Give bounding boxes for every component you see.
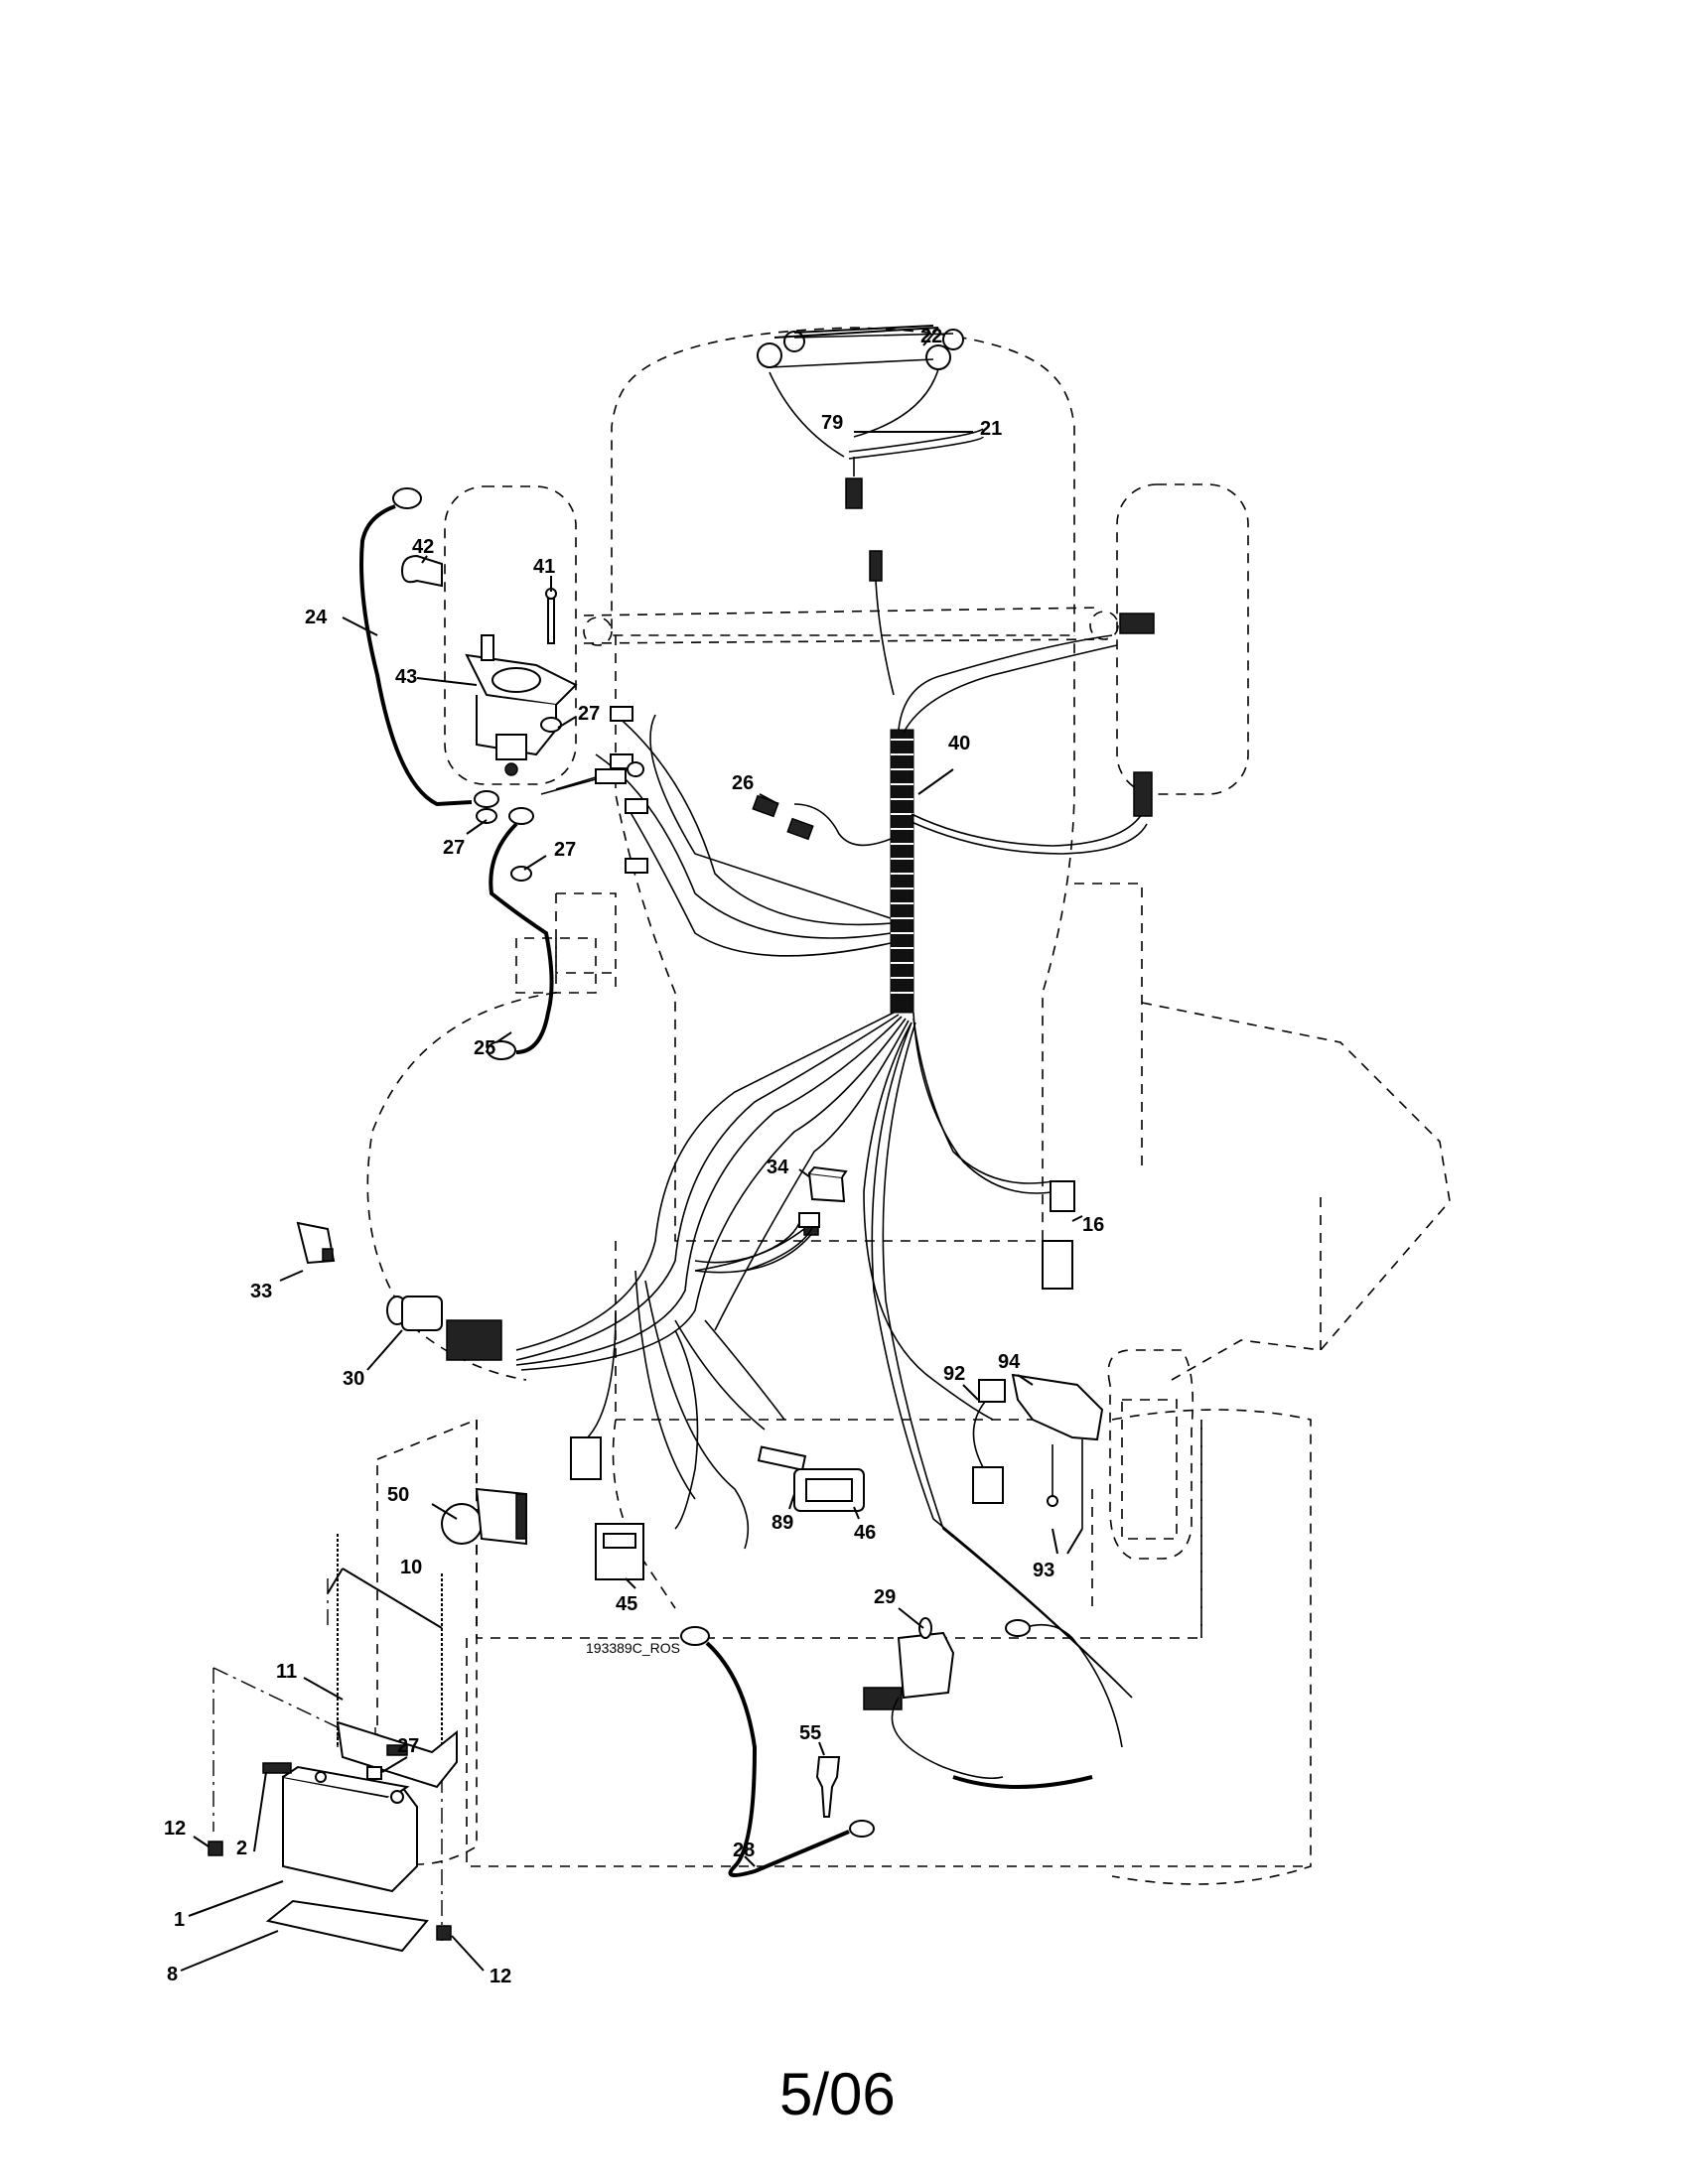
part-label-28: 28 xyxy=(733,1840,755,1861)
part-label-33: 33 xyxy=(250,1281,272,1302)
battery-assembly xyxy=(208,1534,458,1953)
part-label-93: 93 xyxy=(1033,1560,1054,1581)
part-label-79: 79 xyxy=(821,412,843,434)
part-label-22: 22 xyxy=(920,326,942,347)
part-label-40: 40 xyxy=(948,733,970,754)
part-label-94: 94 xyxy=(998,1351,1021,1373)
drawing-code: 193389C_ROS xyxy=(586,1640,680,1656)
part-label-1: 1 xyxy=(174,1909,185,1931)
part-label-29: 29 xyxy=(874,1586,896,1608)
tractor-outline xyxy=(212,327,1451,1941)
part-label-27a: 27 xyxy=(578,703,600,725)
part-number-labels: 22 79 21 42 41 24 43 27 40 26 27 27 25 3… xyxy=(164,326,1104,1987)
part-label-16: 16 xyxy=(1082,1214,1104,1236)
lower-components xyxy=(441,1436,1123,1877)
switch-components xyxy=(694,1165,1104,1529)
part-label-45: 45 xyxy=(616,1593,637,1615)
leader-lines xyxy=(180,327,1083,1972)
part-label-34: 34 xyxy=(767,1157,789,1178)
part-label-55: 55 xyxy=(799,1722,821,1744)
part-label-46: 46 xyxy=(854,1522,876,1544)
part-label-8: 8 xyxy=(167,1964,178,1985)
part-label-21: 21 xyxy=(980,418,1002,440)
part-label-2: 2 xyxy=(236,1838,247,1859)
wire-harness-40 xyxy=(515,550,1155,1699)
part-label-12a: 12 xyxy=(164,1818,186,1840)
cables-24-25 xyxy=(359,487,644,1060)
part-label-27d: 27 xyxy=(397,1735,419,1757)
part-label-41: 41 xyxy=(533,556,555,578)
part-label-10: 10 xyxy=(400,1557,422,1578)
starter-solenoid-43 xyxy=(400,554,578,776)
part-label-27b: 27 xyxy=(443,837,465,859)
part-label-25: 25 xyxy=(474,1037,495,1059)
part-label-43: 43 xyxy=(395,666,417,688)
ignition-switch-30 xyxy=(296,1221,502,1361)
part-label-27c: 27 xyxy=(554,839,576,861)
part-label-89: 89 xyxy=(772,1512,793,1534)
part-label-50: 50 xyxy=(387,1484,409,1506)
headlight-assembly xyxy=(757,325,984,509)
part-label-11: 11 xyxy=(276,1661,297,1683)
part-label-92: 92 xyxy=(943,1363,965,1385)
part-label-30: 30 xyxy=(343,1368,364,1390)
part-label-26: 26 xyxy=(732,772,754,794)
part-label-24: 24 xyxy=(305,607,328,628)
part-label-42: 42 xyxy=(412,536,434,558)
footer-date: 5/06 xyxy=(779,2061,896,2127)
part-label-12b: 12 xyxy=(490,1966,511,1987)
